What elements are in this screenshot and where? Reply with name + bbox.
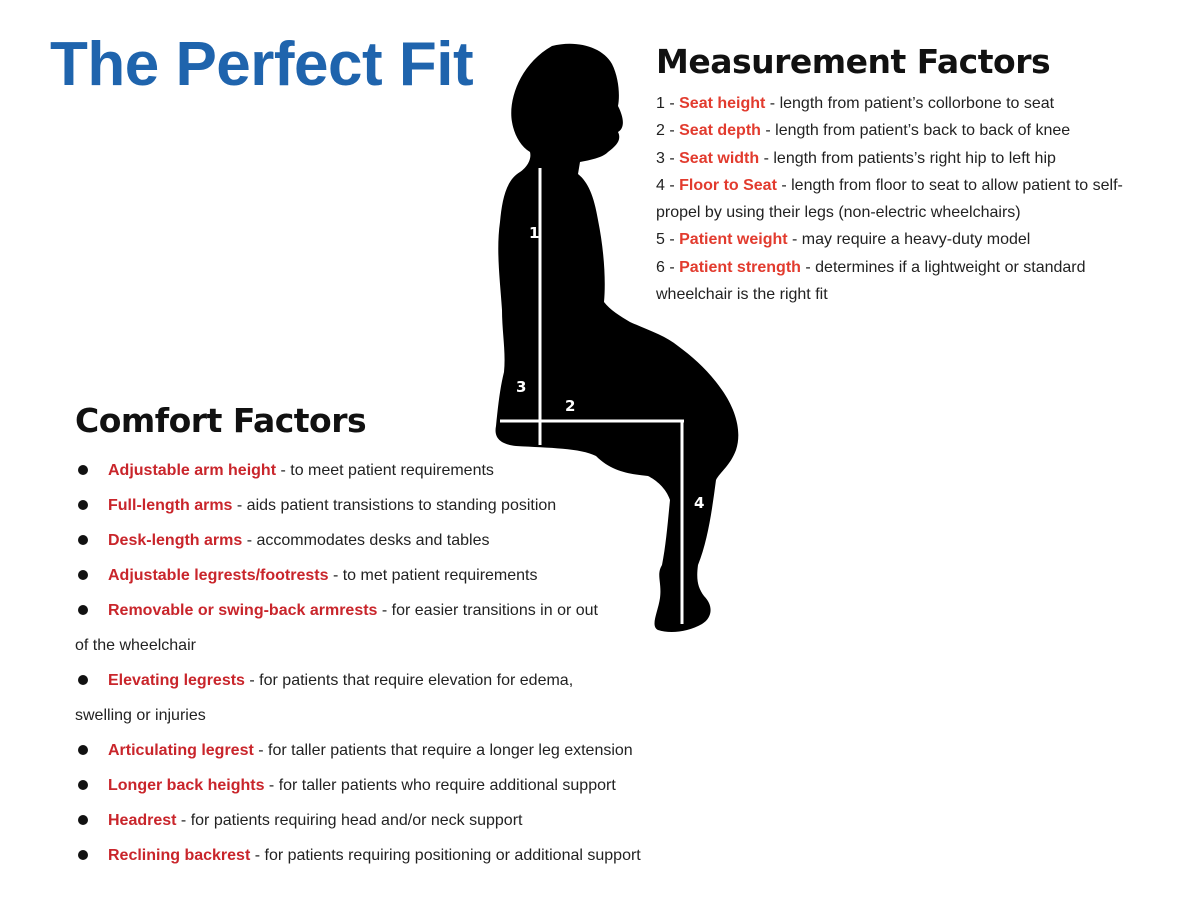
comfort-item: Reclining backrest - for patients requir…: [75, 844, 715, 879]
comfort-item: Articulating legrest - for taller patien…: [75, 739, 715, 774]
comfort-item: Headrest - for patients requiring head a…: [75, 809, 715, 844]
bullet-icon: [78, 605, 88, 615]
bullet-icon: [78, 675, 88, 685]
measurement-label-4: 4: [694, 494, 704, 512]
comfort-factors-list: Adjustable arm height - to meet patient …: [75, 459, 715, 879]
comfort-item-name: Articulating legrest: [108, 742, 254, 759]
measurement-item: 4 - Floor to Seat - length from floor to…: [656, 176, 1123, 222]
silhouette-svg: 1 2 3 4: [495, 43, 739, 632]
measurement-item-name: Patient weight: [679, 231, 788, 249]
comfort-item-name: Adjustable arm height: [108, 462, 277, 479]
comfort-item-name: Headrest: [108, 812, 177, 829]
comfort-item-continuation: swelling or injuries: [75, 707, 206, 724]
bullet-icon: [78, 465, 88, 475]
comfort-item: Desk-length arms - accommodates desks an…: [75, 529, 715, 564]
comfort-item-name: Reclining backrest: [108, 847, 251, 864]
bullet-icon: [78, 745, 88, 755]
measurement-item-name: Seat width: [679, 149, 760, 167]
measurement-item-name: Seat height: [679, 95, 766, 112]
bullet-icon: [78, 850, 88, 860]
comfort-item: Full-length arms - aids patient transist…: [75, 494, 715, 529]
bullet-icon: [78, 815, 88, 825]
measurement-label-1: 1: [529, 224, 539, 242]
measurement-item-name: Seat depth: [679, 122, 761, 140]
comfort-item-name: Longer back heights: [108, 777, 265, 794]
measurement-lines: [500, 168, 684, 624]
measurement-item-name: Floor to Seat: [679, 176, 777, 194]
comfort-item-continuation: of the wheelchair: [75, 637, 196, 654]
comfort-item-name: Removable or swing-back armrests: [108, 602, 378, 619]
comfort-item: Elevating legrests - for patients that r…: [75, 669, 715, 704]
seated-person-silhouette: 1 2 3 4: [480, 40, 780, 640]
comfort-item: Adjustable legrests/footrests - to met p…: [75, 564, 715, 599]
measurement-label-3: 3: [516, 378, 526, 396]
bullet-icon: [78, 780, 88, 790]
bullet-icon: [78, 500, 88, 510]
comfort-item: Longer back heights - for taller patient…: [75, 774, 715, 809]
measurement-item: 6 - Patient strength - determines if a l…: [656, 258, 1086, 304]
measurement-item: 5 - Patient weight - may require a heavy…: [656, 231, 1031, 249]
comfort-item-name: Desk-length arms: [108, 532, 243, 549]
measurement-item: 3 - Seat width - length from patients’s …: [656, 149, 1056, 167]
bullet-icon: [78, 570, 88, 580]
page-title: The Perfect Fit: [50, 30, 474, 99]
comfort-item-name: Adjustable legrests/footrests: [108, 567, 329, 584]
comfort-item: Removable or swing-back armrests - for e…: [75, 599, 715, 634]
measurement-label-2: 2: [565, 397, 575, 415]
measurement-factors-list: 1 - Seat height - length from patient’s …: [656, 90, 1146, 308]
measurement-item: 2 - Seat depth - length from patient’s b…: [656, 122, 1071, 140]
comfort-factors-heading: Comfort Factors: [75, 401, 367, 440]
measurement-item: 1 - Seat height - length from patient’s …: [656, 95, 1055, 112]
comfort-item-name: Full-length arms: [108, 497, 233, 514]
comfort-item-name: Elevating legrests: [108, 672, 245, 689]
silhouette-shape: [495, 43, 739, 632]
comfort-item: Adjustable arm height - to meet patient …: [75, 459, 715, 494]
bullet-icon: [78, 535, 88, 545]
measurement-factors-heading: Measurement Factors: [656, 42, 1051, 81]
measurement-item-name: Patient strength: [679, 258, 801, 276]
